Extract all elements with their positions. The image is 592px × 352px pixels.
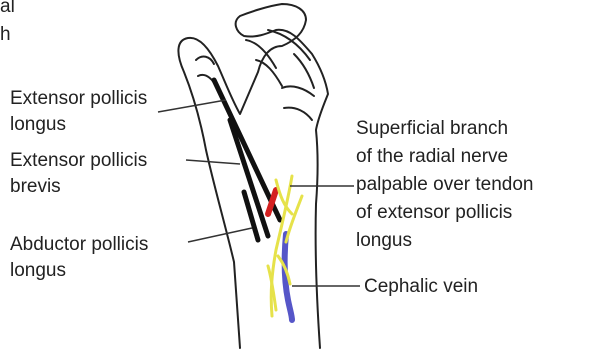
label-nerve-line2: of the radial nerve (356, 146, 508, 167)
label-epl-line2: longus (10, 114, 66, 135)
label-nerve-line4: of extensor pollicis (356, 202, 512, 223)
label-apl: Abductor pollicis longus (10, 234, 148, 281)
label-nerve-line3: palpable over tendon (356, 174, 533, 195)
finger-fold-6 (284, 108, 312, 120)
leader-epb (186, 160, 240, 164)
nerve-branch-3 (286, 196, 302, 242)
label-epb-line1: Extensor pollicis (10, 150, 147, 171)
clipped-label-top: al (0, 0, 15, 17)
leader-lines (158, 100, 360, 286)
hand-outline-icon (178, 4, 328, 348)
label-apl-line1: Abductor pollicis (10, 234, 148, 255)
finger-fold-4 (294, 54, 314, 88)
label-nerve-line1: Superficial branch (356, 118, 508, 139)
label-apl-line2: longus (10, 260, 66, 281)
leader-epl (158, 100, 226, 112)
label-epb: Extensor pollicis brevis (10, 150, 147, 197)
leader-apl (188, 228, 252, 242)
clipped-label-mid: h (0, 24, 11, 45)
finger-fold-5 (282, 86, 314, 96)
label-vein-line1: Cephalic vein (364, 276, 478, 297)
label-nerve-line5: longus (356, 230, 412, 251)
thumb-crease (196, 57, 214, 64)
label-epb-line2: brevis (10, 176, 61, 197)
label-epl-line1: Extensor pollicis (10, 88, 147, 109)
label-vein: Cephalic vein (364, 276, 478, 297)
label-nerve: Superficial branch of the radial nerve p… (356, 118, 533, 251)
label-epl: Extensor pollicis longus (10, 88, 147, 135)
